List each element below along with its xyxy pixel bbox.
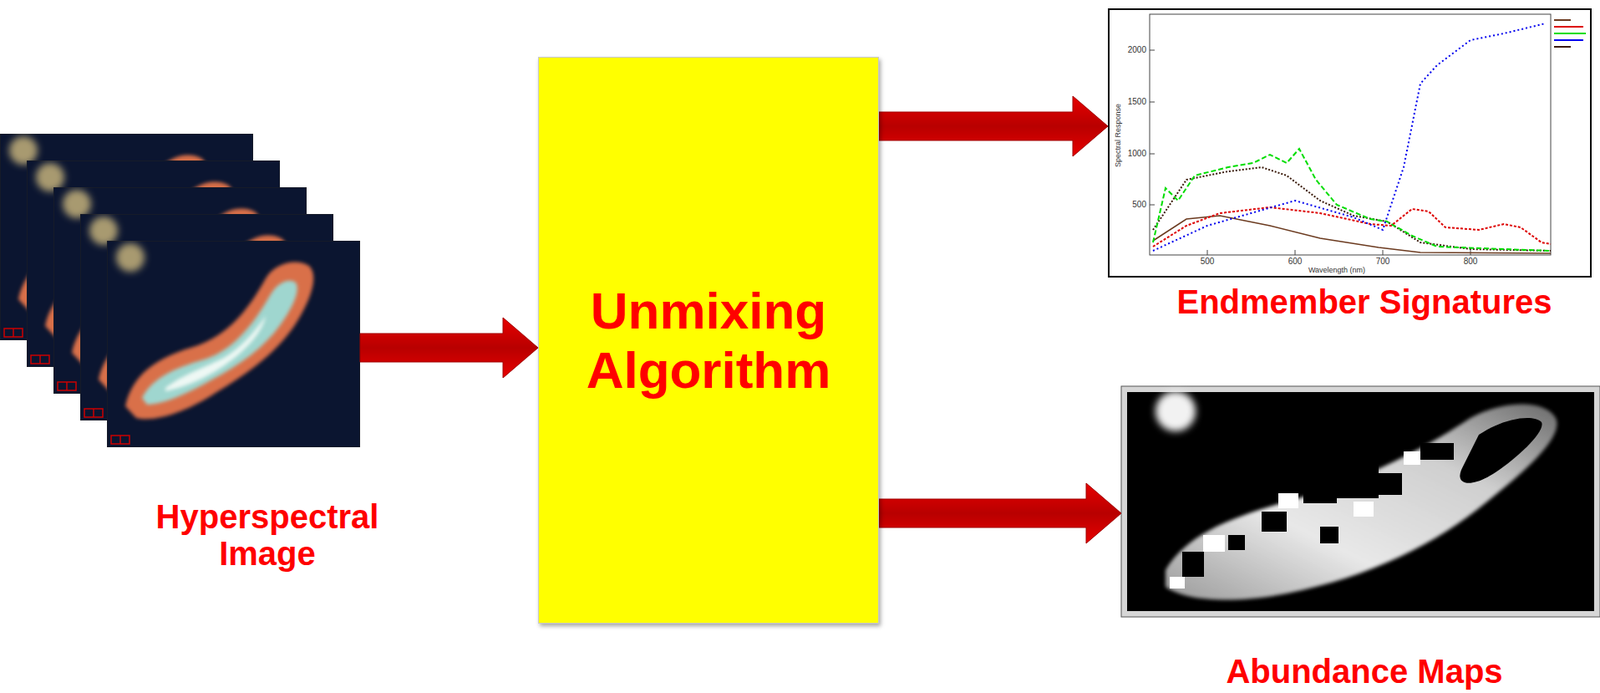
spectrum-curve <box>1153 207 1551 247</box>
chart-key <box>1554 20 1586 47</box>
bright-spot <box>1155 391 1196 432</box>
map-ground <box>1127 391 1595 611</box>
spectrum-curve <box>1153 148 1551 251</box>
block-arrow <box>360 317 539 378</box>
chart-frame <box>1108 9 1591 277</box>
tick-label: 500 <box>1194 256 1220 266</box>
map-frame <box>1121 386 1600 617</box>
panel-heading: Endmember Signatures <box>1130 283 1599 320</box>
panel-heading: Hyperspectral Image <box>125 497 410 572</box>
abundance-map <box>1121 386 1600 617</box>
axis-title: Wavelength (nm) <box>1286 266 1387 275</box>
process-label: Unmixing Algorithm <box>555 280 862 401</box>
tick-label: 700 <box>1370 256 1396 266</box>
tick-label: 600 <box>1282 256 1308 266</box>
tick-label: 500 <box>1119 199 1147 209</box>
plot-area <box>1149 14 1551 255</box>
dark-patches <box>1182 442 1454 577</box>
hyperspectral-stack <box>0 133 361 447</box>
spectrum-curve <box>1153 167 1551 251</box>
tick-label: 2000 <box>1119 45 1147 55</box>
process-box: Unmixing Algorithm <box>538 56 879 624</box>
image-band <box>106 240 361 447</box>
spectral-chart <box>1108 9 1591 277</box>
bright-patches <box>1169 451 1421 589</box>
abundance-shape <box>1165 404 1557 600</box>
tick-label: 1000 <box>1119 148 1147 158</box>
spectrum-curve <box>1153 215 1551 254</box>
map-node: Abundance Maps <box>1121 386 1600 617</box>
axis-title: Spectral Response <box>1114 85 1123 186</box>
block-arrow <box>878 96 1108 157</box>
spectrum-curve <box>1153 23 1546 251</box>
image-stack-node: Hyperspectral Image <box>0 133 361 447</box>
tick-label: 800 <box>1457 256 1484 266</box>
panel-heading: Abundance Maps <box>1130 652 1599 690</box>
chart-node: Endmember Signatures <box>1107 8 1592 277</box>
block-arrow <box>878 482 1122 544</box>
dark-patch <box>1459 417 1542 483</box>
tick-label: 1500 <box>1119 96 1147 107</box>
